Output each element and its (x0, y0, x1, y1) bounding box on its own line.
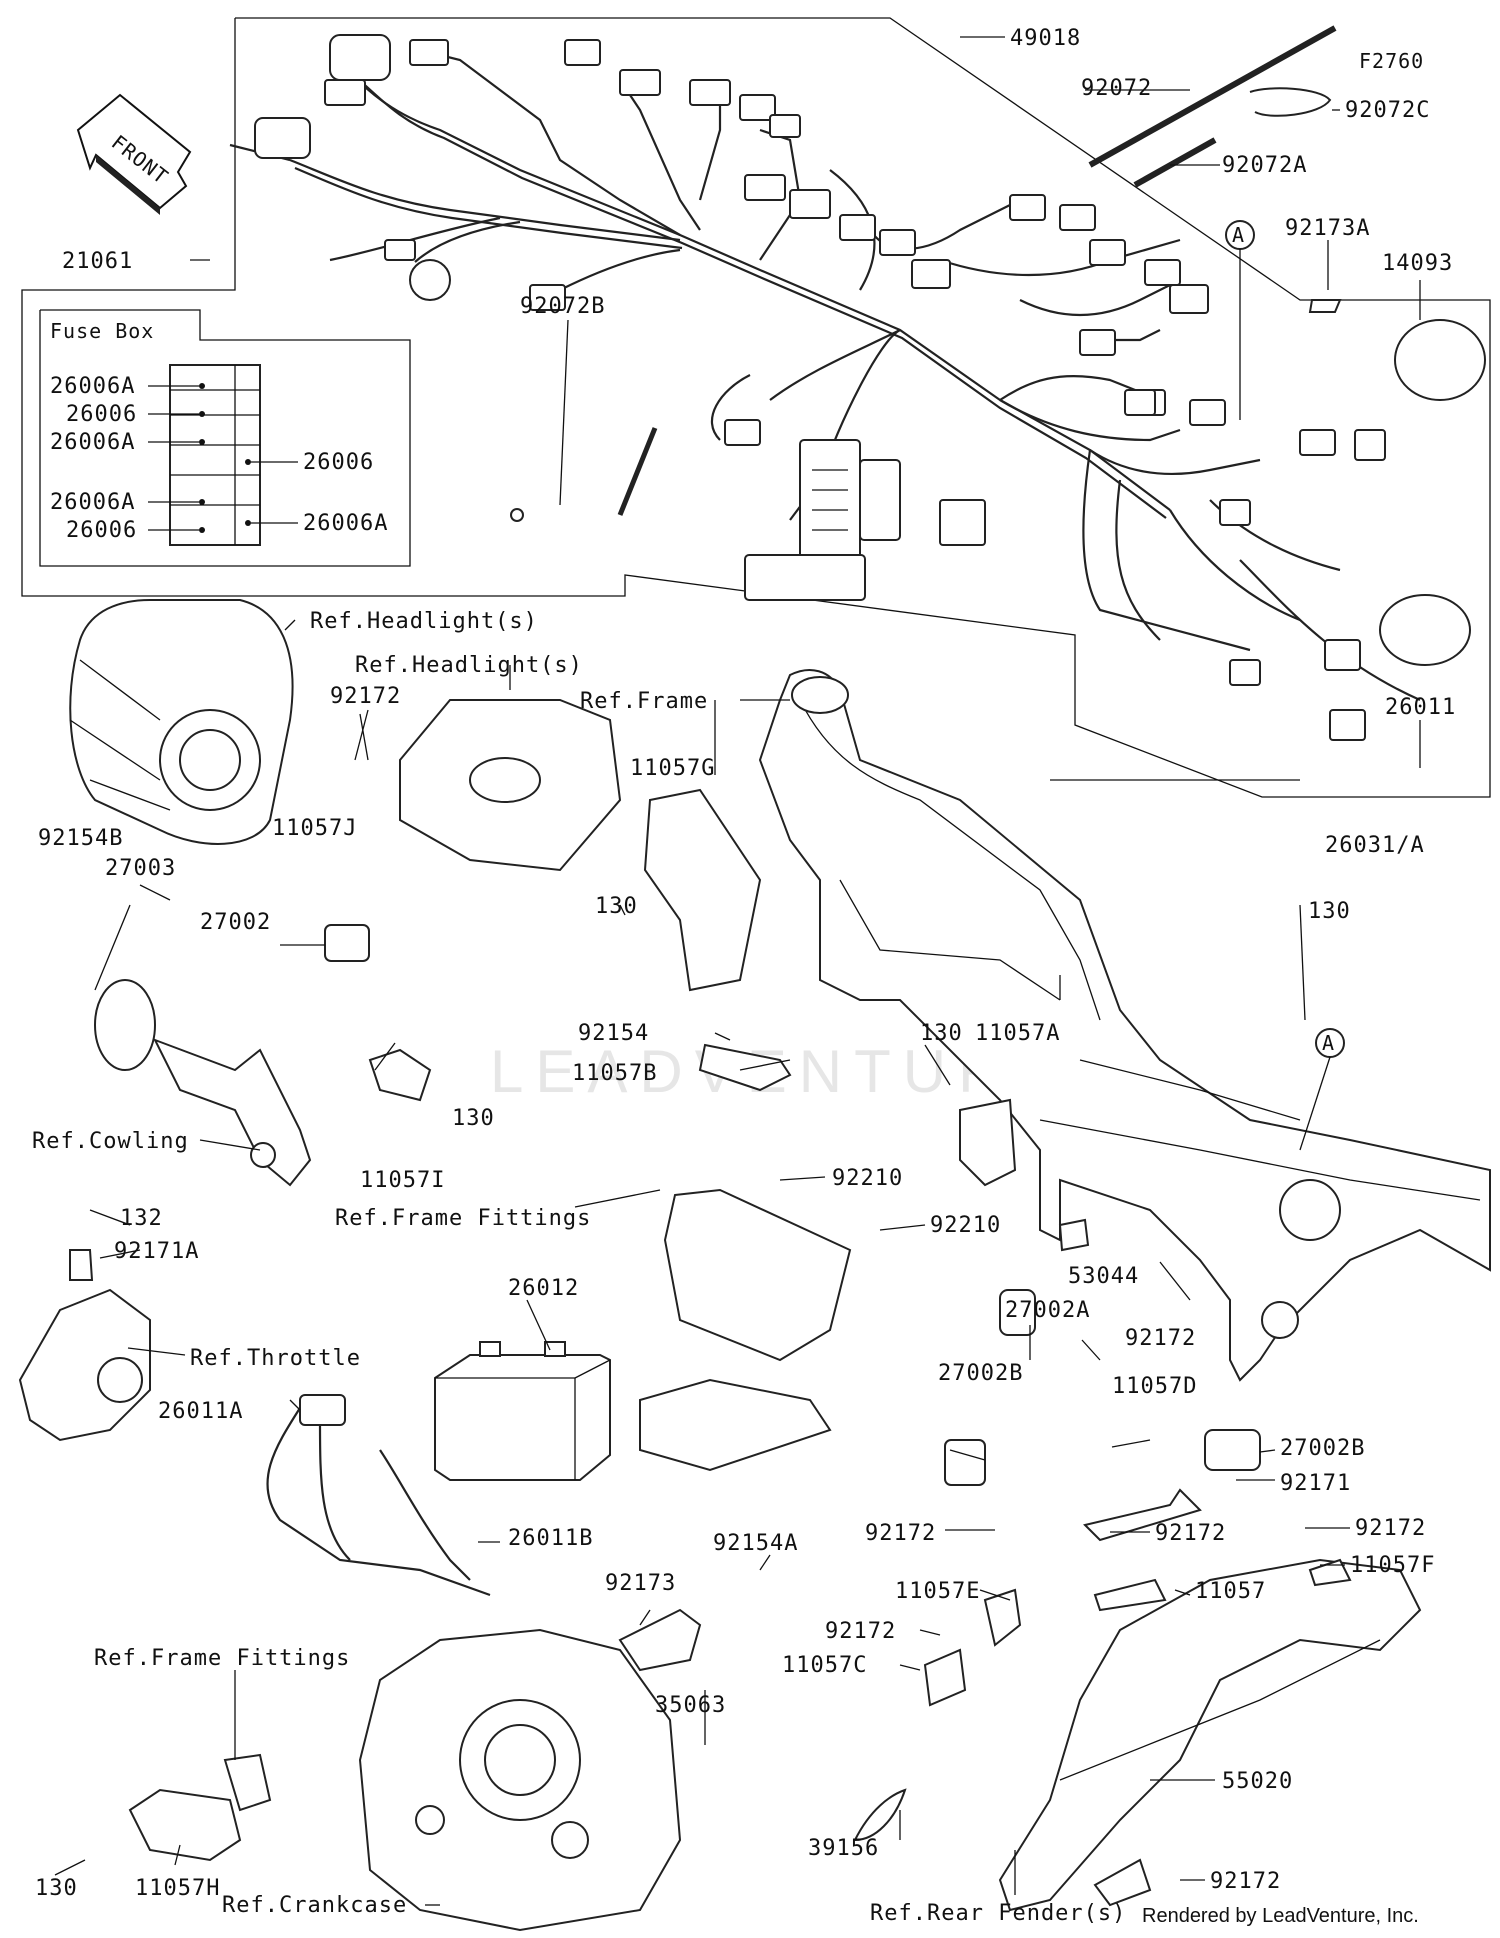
brackets-mid (128, 788, 1090, 1862)
part-label[interactable]: 92173 (605, 1571, 676, 1596)
frame-illustration (758, 669, 1491, 1382)
part-label[interactable]: 27002B (938, 1361, 1023, 1386)
footer-credit: Rendered by LeadVenture, Inc. (1142, 1905, 1419, 1927)
crankcase-illustration (358, 1628, 682, 1932)
part-label[interactable]: Ref.Headlight(s) (355, 653, 583, 678)
part-label[interactable]: Ref.Throttle (190, 1346, 361, 1371)
part-label[interactable]: 14093 (1382, 251, 1453, 276)
part-label[interactable]: 92072C (1345, 98, 1430, 123)
part-label[interactable]: 92154B (38, 826, 123, 851)
fuse-box-title: Fuse Box (50, 319, 154, 343)
fuse-label: 26006A (303, 511, 388, 536)
part-label[interactable]: 92154 (578, 1021, 649, 1046)
svg-text:A: A (1322, 1031, 1335, 1055)
part-label[interactable]: 27002A (1005, 1298, 1090, 1323)
part-label[interactable]: 26011 (1385, 695, 1456, 720)
part-label[interactable]: 11057J (272, 816, 357, 841)
part-label[interactable]: 92210 (832, 1166, 903, 1191)
part-label[interactable]: 26011B (508, 1526, 593, 1551)
fuse-label: 26006A (50, 430, 135, 455)
part-label[interactable]: Ref.Frame Fittings (335, 1206, 591, 1231)
part-label[interactable]: Ref.Headlight(s) (310, 609, 538, 634)
part-label[interactable]: 92172 (1355, 1516, 1426, 1541)
front-arrow-icon: FRONT (76, 93, 192, 215)
part-label[interactable]: 92154A (713, 1531, 798, 1556)
part-label[interactable]: 130 (35, 1876, 78, 1901)
part-label[interactable]: 11057C (782, 1653, 867, 1678)
part-label[interactable]: 11057A (975, 1021, 1060, 1046)
part-label[interactable]: 49018 (1010, 26, 1081, 51)
part-label[interactable]: Ref.Crankcase (222, 1893, 407, 1918)
part-label[interactable]: 27002B (1280, 1436, 1365, 1461)
part-label[interactable]: Ref.Frame Fittings (94, 1646, 350, 1671)
part-label[interactable]: 26012 (508, 1276, 579, 1301)
part-label[interactable]: 92172 (330, 684, 401, 709)
part-label[interactable]: 92172 (1155, 1521, 1226, 1546)
part-label[interactable]: 92172 (1125, 1326, 1196, 1351)
part-label[interactable]: Ref.Rear Fender(s) (870, 1901, 1126, 1926)
part-label[interactable]: 92172 (1210, 1869, 1281, 1894)
part-label[interactable]: 26011A (158, 1399, 243, 1424)
fuse-label: 26006A (50, 490, 135, 515)
part-label[interactable]: 92172 (865, 1521, 936, 1546)
fuse-label: 26006A (50, 374, 135, 399)
part-label[interactable]: 92072 (1081, 76, 1152, 101)
part-labels: 49018 92072 92072C 92072A 92173A 14093 2… (32, 26, 1456, 1926)
part-label[interactable]: 92171A (114, 1239, 199, 1264)
svg-text:A: A (1232, 223, 1245, 247)
relay-14093 (1308, 299, 1486, 401)
part-label[interactable]: 92072A (1222, 153, 1307, 178)
part-label[interactable]: 92210 (930, 1213, 1001, 1238)
part-label[interactable]: 27003 (105, 856, 176, 881)
part-label[interactable]: 130 (595, 894, 638, 919)
part-label[interactable]: 92172 (825, 1619, 896, 1644)
part-label[interactable]: 11057 (1195, 1579, 1266, 1604)
part-label[interactable]: 92072B (520, 294, 605, 319)
part-label[interactable]: 55020 (1222, 1769, 1293, 1794)
diagram-code: F2760 (1359, 49, 1424, 73)
headlight-illustration (69, 599, 622, 962)
part-label[interactable]: 130 (920, 1021, 963, 1046)
part-label[interactable]: 11057I (360, 1168, 445, 1193)
part-label[interactable]: 27002 (200, 910, 271, 935)
fuse-label: 26006 (66, 402, 137, 427)
part-label[interactable]: 35063 (655, 1693, 726, 1718)
part-label[interactable]: 11057B (572, 1061, 657, 1086)
part-label[interactable]: 11057H (135, 1876, 220, 1901)
wiring-harness (229, 34, 1471, 741)
part-label[interactable]: 92173A (1285, 216, 1370, 241)
part-label[interactable]: 11057D (1112, 1374, 1197, 1399)
part-label[interactable]: 130 (452, 1106, 495, 1131)
throttle-illustration (18, 1249, 151, 1442)
fuse-label: 26006 (303, 450, 374, 475)
part-label[interactable]: 92171 (1280, 1471, 1351, 1496)
part-label[interactable]: 53044 (1068, 1264, 1139, 1289)
tie-straps (510, 25, 1337, 522)
part-label[interactable]: 11057E (895, 1579, 980, 1604)
horn-bracket (94, 979, 432, 1187)
fuse-label: 26006 (66, 518, 137, 543)
fuse-box-panel: Fuse Box 26006A 26006 26006A 26006A 2600… (50, 319, 388, 546)
part-label[interactable]: Ref.Cowling (32, 1129, 189, 1154)
part-label[interactable]: 26031/A (1325, 833, 1425, 858)
leader-lines (54, 36, 1421, 1906)
part-label[interactable]: 21061 (62, 249, 133, 274)
part-label[interactable]: 11057G (630, 756, 715, 781)
part-label[interactable]: 130 (1308, 899, 1351, 924)
callout-a: A A (1225, 220, 1345, 1151)
part-label[interactable]: 39156 (808, 1836, 879, 1861)
part-label[interactable]: Ref.Frame (580, 689, 708, 714)
part-label[interactable]: 132 (120, 1206, 163, 1231)
part-label[interactable]: 11057F (1350, 1553, 1435, 1578)
battery-illustration (266, 1188, 852, 1597)
